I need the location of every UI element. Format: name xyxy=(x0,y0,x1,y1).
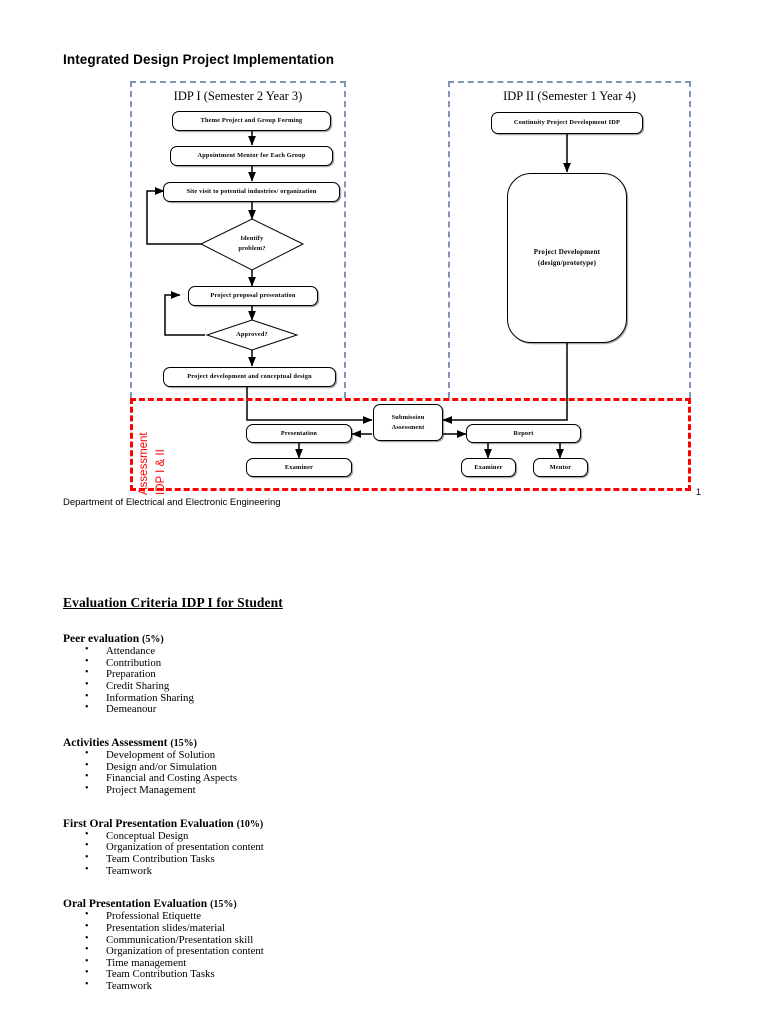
node-examiner-presentation[interactable]: Examiner xyxy=(246,458,352,477)
decision-identify-problem-shape xyxy=(199,218,305,271)
criteria-item: Information Sharing xyxy=(85,692,703,705)
node-report[interactable]: Report xyxy=(466,424,581,443)
assessment-idp-label: IDP I & II xyxy=(155,449,167,495)
criteria-groups: Peer evaluation (5%)AttendanceContributi… xyxy=(63,633,703,993)
criteria-group-title: Activities Assessment (15%) xyxy=(63,737,703,749)
criteria-item-list: Professional EtiquettePresentation slide… xyxy=(63,910,703,993)
frame-idp-2: IDP II (Semester 1 Year 4) xyxy=(448,81,691,398)
criteria-item: Organization of presentation content xyxy=(85,945,703,958)
criteria-item: Preparation xyxy=(85,668,703,681)
criteria-item: Presentation slides/material xyxy=(85,922,703,935)
node-examiner-report[interactable]: Examiner xyxy=(461,458,516,477)
criteria-group: First Oral Presentation Evaluation (10%)… xyxy=(63,818,703,878)
criteria-item: Credit Sharing xyxy=(85,680,703,693)
criteria-group-weight: (15%) xyxy=(210,899,237,911)
criteria-group-name: Peer evaluation xyxy=(63,633,142,645)
node-project-proposal[interactable]: Project proposal presentation xyxy=(188,286,318,306)
criteria-item: Communication/Presentation skill xyxy=(85,934,703,947)
criteria-group-title: Peer evaluation (5%) xyxy=(63,633,703,645)
node-approved[interactable]: Approved? xyxy=(236,331,268,339)
criteria-item: Team Contribution Tasks xyxy=(85,853,703,866)
criteria-item: Time management xyxy=(85,957,703,970)
criteria-item: Organization of presentation content xyxy=(85,841,703,854)
node-site-visit[interactable]: Site visit to potential industries/ orga… xyxy=(163,182,340,202)
criteria-item: Demeanour xyxy=(85,703,703,716)
criteria-group: Peer evaluation (5%)AttendanceContributi… xyxy=(63,633,703,716)
page-number: 1 xyxy=(696,487,702,497)
node-presentation[interactable]: Presentation xyxy=(246,424,352,443)
criteria-group: Oral Presentation Evaluation (15%)Profes… xyxy=(63,898,703,993)
criteria-group-name: Activities Assessment xyxy=(63,736,171,749)
node-continuity-project[interactable]: Continuity Project Development IDP xyxy=(491,112,643,134)
page-title: Integrated Design Project Implementation xyxy=(63,52,335,67)
criteria-item: Development of Solution xyxy=(85,749,703,762)
frame-idp-2-title: IDP II (Semester 1 Year 4) xyxy=(503,89,636,103)
node-project-development-conceptual[interactable]: Project development and conceptual desig… xyxy=(163,367,336,387)
assessment-label: Assessment xyxy=(138,432,150,495)
criteria-item: Attendance xyxy=(85,645,703,658)
node-project-development[interactable]: Project Development (design/prototype) xyxy=(507,173,627,343)
criteria-group-spacer xyxy=(63,808,703,818)
criteria-item: Professional Etiquette xyxy=(85,910,703,923)
criteria-group: Activities Assessment (15%)Development o… xyxy=(63,737,703,797)
criteria-item: Conceptual Design xyxy=(85,830,703,843)
node-project-development-line1: Project Development xyxy=(533,248,601,257)
frame-idp-1: IDP I (Semester 2 Year 3) xyxy=(130,81,346,398)
criteria-item-list: Development of SolutionDesign and/or Sim… xyxy=(63,749,703,797)
criteria-item: Teamwork xyxy=(85,865,703,878)
criteria-group-name: First Oral Presentation Evaluation xyxy=(63,817,237,830)
criteria-group-name: Oral Presentation Evaluation xyxy=(63,898,211,911)
node-project-development-line2: (design/prototype) xyxy=(537,259,597,267)
criteria-item-list: AttendanceContributionPreparationCredit … xyxy=(63,645,703,716)
criteria-item: Teamwork xyxy=(85,980,703,993)
criteria-group-weight: (5%) xyxy=(142,634,164,645)
node-submission-line2: Assessment xyxy=(391,423,425,431)
criteria-item: Contribution xyxy=(85,657,703,670)
criteria-group-spacer xyxy=(63,727,703,737)
footer-department: Department of Electrical and Electronic … xyxy=(63,497,281,508)
criteria-group-weight: (10%) xyxy=(236,818,264,830)
decision-approved-shape xyxy=(205,319,299,351)
node-theme-project[interactable]: Theme Project and Group Forming xyxy=(172,111,331,131)
evaluation-criteria-section: Evaluation Criteria IDP I for Student Pe… xyxy=(63,595,703,1004)
criteria-group-title: First Oral Presentation Evaluation (10%) xyxy=(63,818,703,830)
criteria-heading: Evaluation Criteria IDP I for Student xyxy=(63,595,283,610)
flowchart-diagram: IDP I (Semester 2 Year 3) IDP II (Semest… xyxy=(130,81,691,495)
criteria-item: Team Contribution Tasks xyxy=(85,968,703,981)
node-submission-assessment[interactable]: Submission Assessment xyxy=(373,404,443,441)
criteria-group-weight: (15%) xyxy=(170,737,197,749)
frame-assessment xyxy=(130,398,691,491)
criteria-item: Design and/or Simulation xyxy=(85,761,703,774)
node-submission-line1: Submission xyxy=(391,413,425,421)
criteria-group-title: Oral Presentation Evaluation (15%) xyxy=(63,898,703,910)
criteria-item-list: Conceptual DesignOrganization of present… xyxy=(63,830,703,878)
frame-idp-1-title: IDP I (Semester 2 Year 3) xyxy=(173,89,303,103)
node-appointment-mentor[interactable]: Appointment Mentor for Each Group xyxy=(170,146,333,166)
flowchart-connectors xyxy=(146,131,571,459)
criteria-item: Financial and Costing Aspects xyxy=(85,772,703,785)
criteria-group-spacer xyxy=(63,888,703,898)
criteria-item: Project Management xyxy=(85,784,703,797)
node-mentor-report[interactable]: Mentor xyxy=(533,458,588,477)
